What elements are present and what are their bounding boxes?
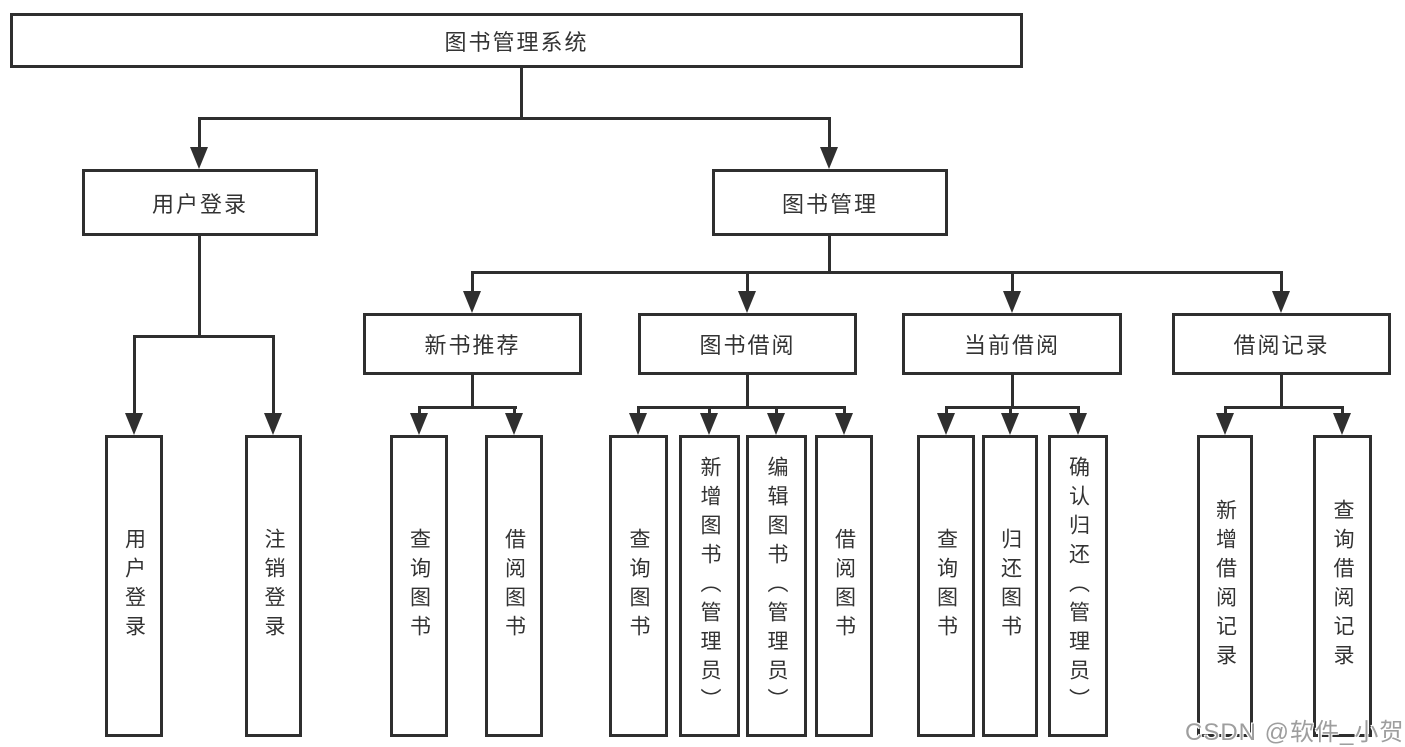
- arrowhead-down-icon: [410, 413, 428, 435]
- connector-line: [828, 236, 831, 273]
- arrowhead-down-icon: [820, 147, 838, 169]
- arrowhead-down-icon: [1003, 291, 1021, 313]
- connector-line: [133, 335, 275, 338]
- connector-line: [471, 271, 1283, 274]
- leaf-nb-query-book: 查询图书: [390, 435, 448, 737]
- connector-line: [198, 236, 201, 337]
- leaf-bb-query-book: 查询图书: [609, 435, 668, 737]
- arrowhead-down-icon: [835, 413, 853, 435]
- leaf-cb-query-book: 查询图书: [917, 435, 975, 737]
- connector-line: [513, 406, 516, 417]
- leaf-br-query-record: 查询借阅记录: [1313, 435, 1372, 737]
- arrowhead-down-icon: [1272, 291, 1290, 313]
- connector-line: [708, 406, 711, 417]
- connector-line: [1224, 406, 1344, 409]
- connector-line: [471, 271, 474, 293]
- arrowhead-down-icon: [1001, 413, 1019, 435]
- node-book-borrow: 图书借阅: [638, 313, 857, 375]
- connector-line: [520, 68, 523, 118]
- arrowhead-down-icon: [125, 413, 143, 435]
- leaf-nb-borrow-book: 借阅图书: [485, 435, 543, 737]
- connector-line: [637, 406, 845, 409]
- connector-line: [945, 406, 1079, 409]
- leaf-cb-confirm-return-admin: 确认归还（管理员）: [1048, 435, 1108, 737]
- connector-line: [418, 406, 517, 409]
- arrowhead-down-icon: [700, 413, 718, 435]
- connector-line: [1280, 375, 1283, 408]
- leaf-bb-borrow-book: 借阅图书: [815, 435, 873, 737]
- connector-line: [133, 335, 136, 415]
- connector-line: [775, 406, 778, 417]
- connector-line: [1011, 271, 1014, 293]
- leaf-bb-edit-book-admin: 编辑图书（管理员）: [746, 435, 807, 737]
- connector-line: [828, 117, 831, 150]
- connector-line: [1077, 406, 1080, 417]
- arrowhead-down-icon: [629, 413, 647, 435]
- arrowhead-down-icon: [937, 413, 955, 435]
- arrowhead-down-icon: [767, 413, 785, 435]
- connector-line: [945, 406, 948, 417]
- arrowhead-down-icon: [505, 413, 523, 435]
- leaf-user-login: 用户登录: [105, 435, 163, 737]
- connector-line: [272, 335, 275, 415]
- connector-line: [1224, 406, 1227, 417]
- csdn-watermark: CSDN @软件_小贺同学: [1185, 719, 1405, 746]
- arrowhead-down-icon: [264, 413, 282, 435]
- arrowhead-down-icon: [1216, 413, 1234, 435]
- connector-line: [843, 406, 846, 417]
- root-node-library-system: 图书管理系统: [10, 13, 1023, 68]
- node-new-book-recommend: 新书推荐: [363, 313, 582, 375]
- arrowhead-down-icon: [190, 147, 208, 169]
- connector-line: [746, 375, 749, 408]
- connector-line: [418, 406, 421, 417]
- arrowhead-down-icon: [738, 291, 756, 313]
- connector-line: [1280, 271, 1283, 293]
- node-book-management: 图书管理: [712, 169, 948, 236]
- arrowhead-down-icon: [1069, 413, 1087, 435]
- connector-line: [1011, 375, 1014, 408]
- connector-line: [198, 117, 831, 120]
- connector-line: [746, 271, 749, 293]
- connector-line: [637, 406, 640, 417]
- connector-line: [1341, 406, 1344, 417]
- connector-line: [1009, 406, 1012, 417]
- node-user-login: 用户登录: [82, 169, 318, 236]
- node-current-borrow: 当前借阅: [902, 313, 1122, 375]
- leaf-logout-login: 注销登录: [245, 435, 302, 737]
- leaf-bb-add-book-admin: 新增图书（管理员）: [679, 435, 740, 737]
- leaf-br-add-record: 新增借阅记录: [1197, 435, 1253, 737]
- connector-line: [471, 375, 474, 408]
- connector-line: [198, 117, 201, 150]
- arrowhead-down-icon: [463, 291, 481, 313]
- node-borrow-record: 借阅记录: [1172, 313, 1391, 375]
- leaf-cb-return-book: 归还图书: [982, 435, 1038, 737]
- arrowhead-down-icon: [1333, 413, 1351, 435]
